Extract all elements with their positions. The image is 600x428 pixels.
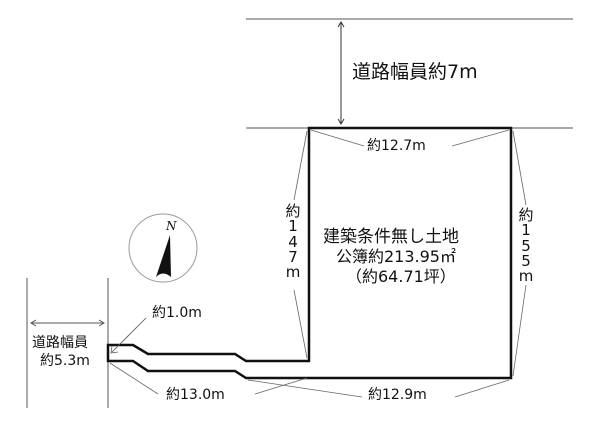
road-west-label-line1: 道路幅員 <box>32 335 88 351</box>
dim-right-label: 約 1 5 5 m <box>517 206 535 286</box>
compass-north-icon <box>128 213 198 283</box>
lot-area-tsubo: （約64.71坪） <box>346 267 456 286</box>
dim-driveway-length-label: 約13.0m <box>166 387 225 403</box>
lot-area-registry: 公簿約213.95㎡ <box>336 247 456 266</box>
dim-bottom-label: 約12.9m <box>368 387 427 403</box>
compass-north-label: N <box>166 219 177 233</box>
driveway-width-label: 約1.0m <box>152 305 202 321</box>
driveway-width-arrow <box>111 317 147 353</box>
dim-left-label: 約 1 4 7 m <box>284 202 302 282</box>
dim-top-label: 約12.7m <box>367 138 426 154</box>
lot-title: 建築条件無し土地 <box>323 227 459 247</box>
road-west-label-line2: 約5.3m <box>40 353 90 369</box>
road-north-label: 道路幅員約7m <box>352 61 478 83</box>
lot-boundary <box>106 126 513 380</box>
